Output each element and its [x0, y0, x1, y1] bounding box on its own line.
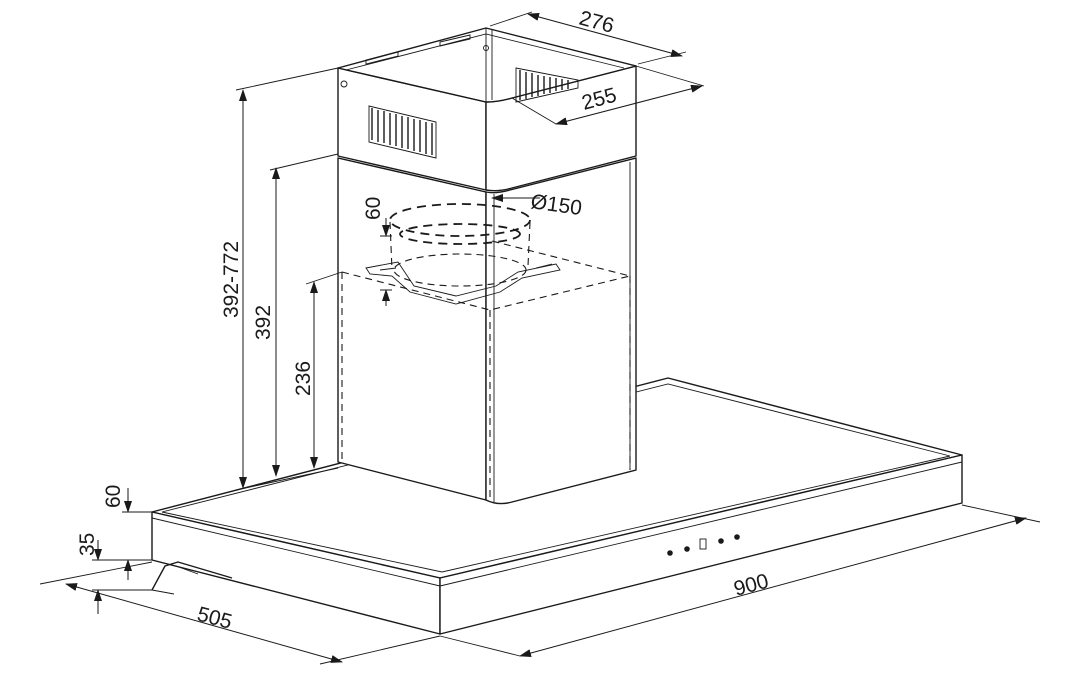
label-canopy-front-height: 35	[76, 533, 99, 556]
label-bracket-height: 236	[292, 361, 315, 396]
dimension-labels: 276 255 Ø150 60 392-772 392 236 60 35 50…	[76, 7, 771, 634]
control-button-1[interactable]	[667, 550, 673, 556]
control-button-4[interactable]	[734, 534, 740, 540]
hidden-internals	[341, 203, 631, 500]
vent-slots-front	[368, 105, 437, 159]
label-canopy-height: 60	[102, 485, 125, 508]
control-button-2[interactable]	[684, 546, 690, 552]
label-total-height-range: 392-772	[220, 241, 243, 318]
control-button-3[interactable]	[718, 538, 724, 544]
lower-chimney	[337, 157, 637, 505]
label-collar-height: 60	[362, 197, 385, 220]
label-canopy-width: 900	[731, 570, 771, 601]
label-lower-chimney-height: 392	[252, 305, 275, 340]
label-chimney-depth: 276	[577, 7, 617, 38]
dimension-lines	[39, 11, 1041, 665]
label-canopy-depth: 505	[195, 603, 235, 634]
